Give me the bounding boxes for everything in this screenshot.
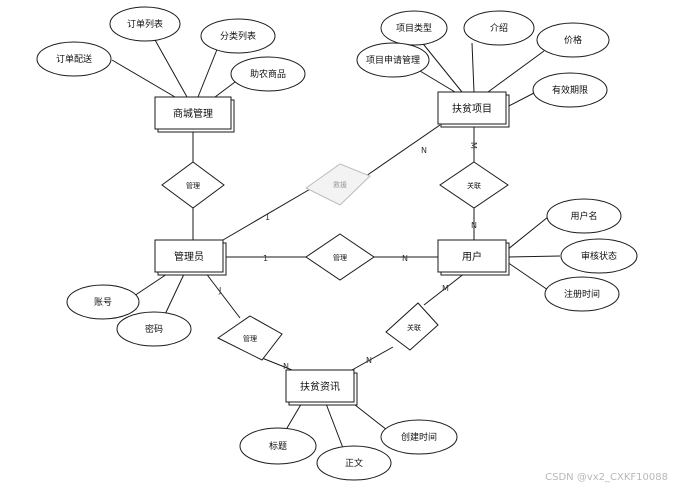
relationship-manage-user[interactable]: 管理 — [305, 233, 375, 281]
connector-line — [197, 41, 221, 98]
entity-label: 商城管理 — [173, 107, 213, 120]
attribute-label: 账号 — [94, 297, 112, 308]
attribute-label: 审核状态 — [581, 250, 617, 262]
entity-mall-manage[interactable]: 商城管理 — [154, 96, 235, 133]
attribute-label: 助农商品 — [250, 68, 286, 80]
cardinality-label: N — [366, 356, 372, 365]
attribute-farm-goods[interactable]: 助农商品 — [230, 56, 306, 92]
entity-label: 扶贫资讯 — [300, 380, 340, 393]
entity-user[interactable]: 用户 — [437, 239, 510, 276]
cardinality-label: N — [471, 221, 477, 230]
connector-line — [365, 124, 441, 177]
connector-line — [506, 261, 549, 291]
attribute-label: 用户名 — [570, 210, 597, 222]
attribute-label: 正文 — [345, 457, 363, 469]
attribute-label: 价格 — [564, 34, 582, 46]
attribute-label: 创建时间 — [401, 431, 437, 443]
cardinality-label: 1 — [263, 254, 268, 263]
attribute-label: 标题 — [269, 440, 287, 452]
connector-line — [222, 187, 313, 241]
connector-line — [149, 30, 188, 98]
cardinality-label: M — [469, 142, 478, 149]
connector-line — [419, 39, 463, 93]
attribute-category-list[interactable]: 分类列表 — [200, 18, 276, 54]
attribute-project-type[interactable]: 项目类型 — [380, 10, 448, 46]
connector-line — [204, 271, 241, 319]
cardinality-label: 1 — [265, 213, 270, 222]
attribute-title[interactable]: 标题 — [239, 427, 317, 465]
relationship-label: 关联 — [407, 323, 421, 332]
relationship-label: 管理 — [333, 253, 347, 262]
connector-line — [506, 92, 535, 108]
attribute-price[interactable]: 价格 — [536, 22, 610, 58]
cardinality-label: N — [283, 362, 289, 371]
relationship-label: 管理 — [243, 334, 257, 343]
relationship-label: 关联 — [467, 181, 481, 190]
attribute-label: 项目类型 — [396, 22, 432, 34]
cardinality-label: M — [442, 284, 449, 293]
attribute-label: 订单配送 — [56, 53, 92, 65]
connector-line — [506, 255, 561, 258]
attribute-order-delivery[interactable]: 订单配送 — [36, 41, 112, 77]
connector-line — [349, 400, 388, 431]
attribute-label: 订单列表 — [127, 18, 163, 30]
entity-label: 管理员 — [174, 250, 204, 263]
entity-poverty-project[interactable]: 扶贫项目 — [437, 91, 510, 128]
watermark: CSDN @vx2_CXKF10088 — [545, 472, 668, 483]
connector-lines — [111, 30, 561, 449]
attribute-username[interactable]: 用户名 — [546, 198, 622, 234]
cardinality-label: N — [402, 254, 408, 263]
connector-line — [423, 272, 466, 306]
relationship-apply-project[interactable]: 关联 — [439, 161, 509, 209]
connector-line — [324, 400, 344, 449]
attribute-create-time[interactable]: 创建时间 — [380, 419, 458, 455]
entity-label: 用户 — [462, 250, 482, 263]
entity-label: 扶贫项目 — [452, 102, 492, 115]
attribute-order-list[interactable]: 订单列表 — [109, 6, 181, 42]
attribute-password[interactable]: 密码 — [116, 311, 192, 347]
connector-line — [261, 357, 293, 371]
attribute-label: 分类列表 — [220, 30, 256, 42]
entity-admin[interactable]: 管理员 — [154, 239, 227, 276]
attribute-label: 项目申请管理 — [366, 54, 420, 66]
entity-poverty-news[interactable]: 扶贫资讯 — [285, 369, 358, 406]
connector-line — [506, 216, 549, 251]
connector-line — [487, 50, 545, 93]
attribute-account[interactable]: 账号 — [66, 284, 140, 320]
attribute-label: 有效期限 — [552, 84, 588, 96]
attribute-content[interactable]: 正文 — [316, 445, 392, 481]
relationship-label: 管理 — [186, 181, 200, 190]
relationship-label: 救援 — [333, 180, 347, 189]
connector-line — [471, 42, 475, 93]
connector-line — [419, 70, 456, 93]
connector-line — [111, 59, 176, 98]
attribute-register-time[interactable]: 注册时间 — [544, 276, 620, 312]
attribute-project-apply[interactable]: 项目申请管理 — [356, 42, 430, 78]
attribute-intro[interactable]: 介绍 — [463, 10, 535, 46]
relationship-help-project[interactable]: 救援 — [305, 163, 371, 206]
relationship-manage-mall[interactable]: 管理 — [161, 161, 225, 209]
attribute-label: 介绍 — [490, 22, 508, 34]
cardinality-label: N — [421, 146, 427, 155]
attribute-valid-period[interactable]: 有效期限 — [532, 72, 608, 108]
relationship-manage-news[interactable]: 管理 — [217, 315, 283, 361]
attribute-review-status[interactable]: 审核状态 — [560, 238, 638, 274]
attribute-label: 注册时间 — [564, 288, 600, 300]
connector-line — [351, 346, 394, 371]
attribute-label: 密码 — [145, 323, 163, 335]
relationship-publish-news[interactable]: 关联 — [385, 302, 439, 351]
cardinality-label: J — [218, 286, 221, 295]
